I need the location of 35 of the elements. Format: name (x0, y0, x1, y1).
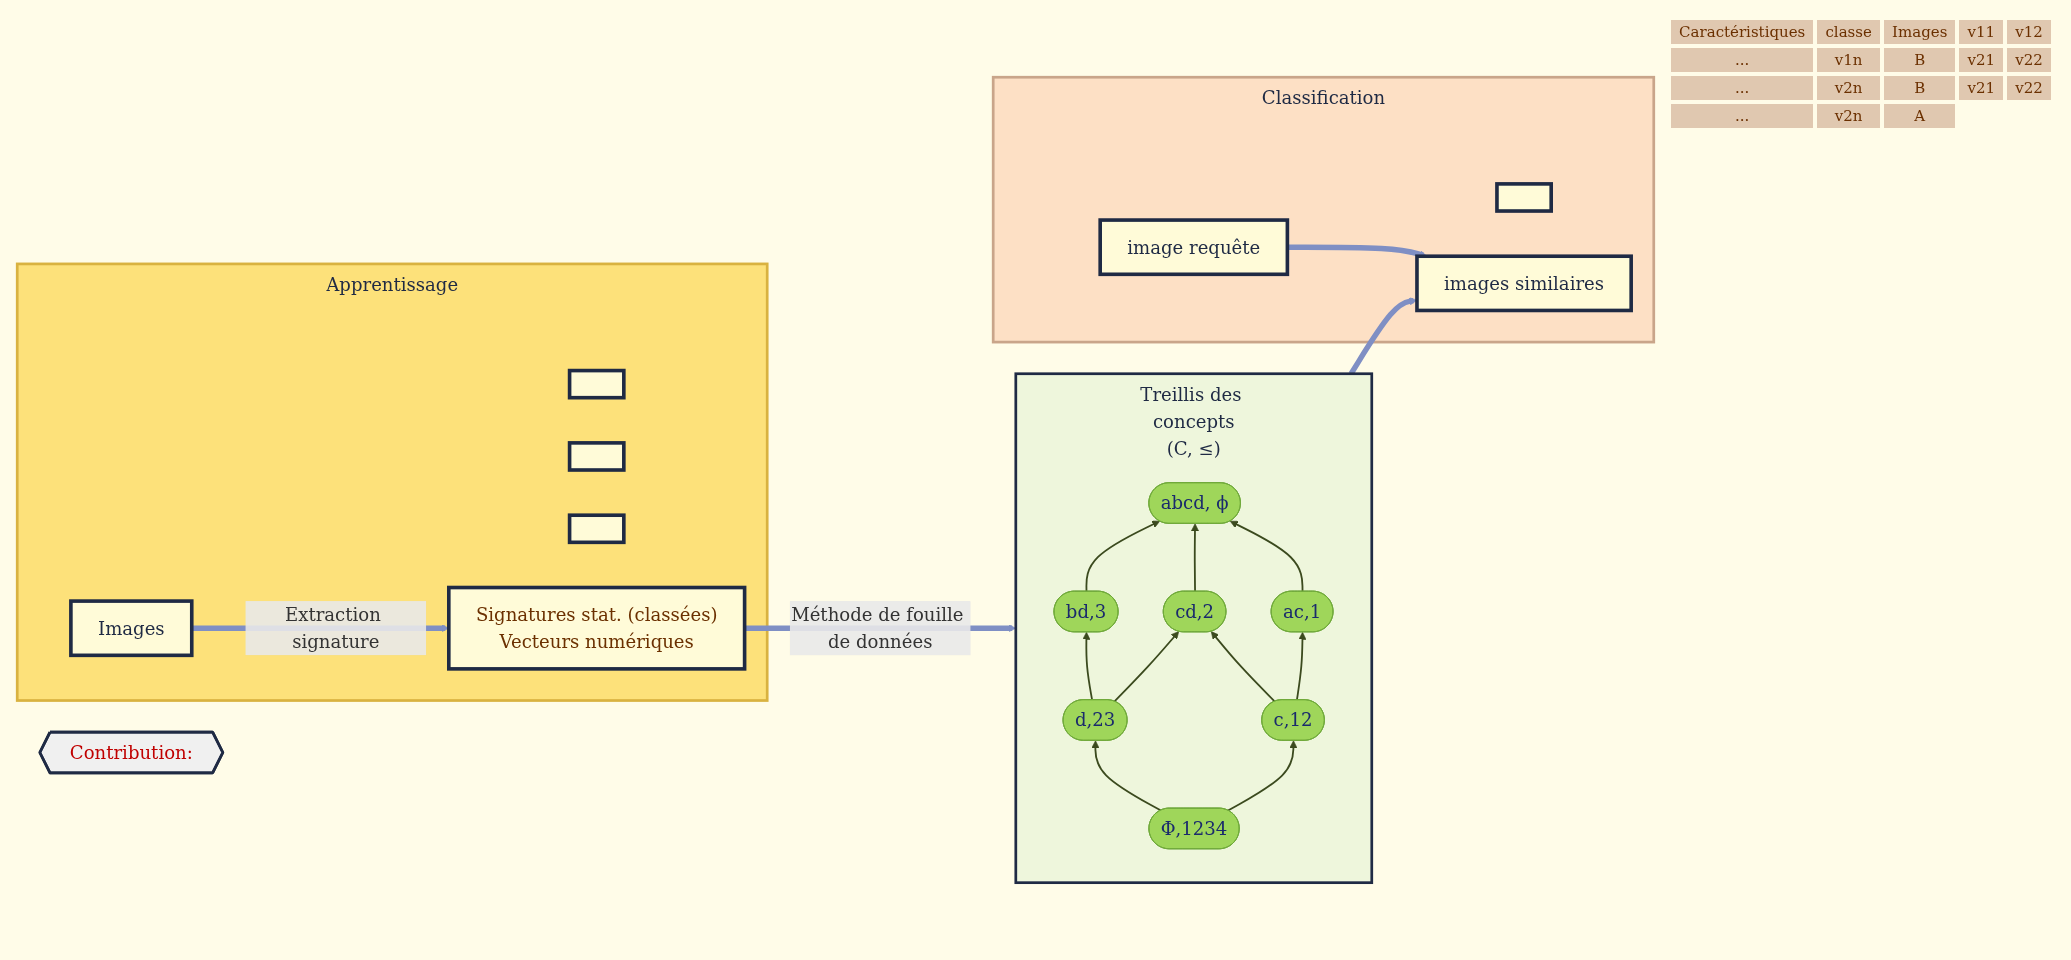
table-cell-text: A (1884, 104, 1956, 128)
arrow (1230, 520, 1304, 593)
table-cell-text: B (1884, 48, 1956, 72)
table-cell-text: ... (1671, 76, 1814, 100)
arrow (1227, 740, 1298, 812)
table-cell-text: Images (1884, 20, 1956, 44)
arrow (1085, 520, 1160, 593)
arrow (1113, 631, 1180, 703)
table-cell-text: v2n (1817, 76, 1880, 100)
table-cell-text: v21 (1959, 48, 2004, 72)
table-cell-text: ... (1671, 48, 1814, 72)
arrow (1191, 523, 1199, 593)
node-box: Images (69, 599, 194, 658)
node-box: image requête (1098, 218, 1290, 277)
node-box (567, 441, 626, 472)
node-box: Signatures stat. (classées) Vecteurs numériques (447, 585, 747, 671)
table-cell-text: v22 (2007, 48, 2051, 72)
table-cell-text: v22 (2007, 76, 2051, 100)
node-box: images similaires (1415, 254, 1633, 313)
arrow (1210, 631, 1276, 703)
table-cell-text: v12 (2007, 20, 2051, 44)
table-cell-text: ... (1671, 104, 1814, 128)
table-cell-text: v21 (1959, 76, 2004, 100)
edge-label: Extraction signature (285, 603, 381, 653)
table-cell-text: B (1884, 76, 1956, 100)
table-cell-text: classe (1817, 20, 1880, 44)
node-box (1495, 182, 1553, 213)
arrow (1091, 740, 1162, 812)
table-cell-text: Caractéristiques (1671, 20, 1814, 44)
edge-label: Méthode de fouille de données (791, 603, 964, 653)
table-cell-text: v11 (1959, 20, 2004, 44)
node-box (567, 368, 626, 400)
node-box (567, 513, 626, 545)
table-cell-text: v1n (1817, 48, 1880, 72)
table-cell-text: v2n (1817, 104, 1880, 128)
